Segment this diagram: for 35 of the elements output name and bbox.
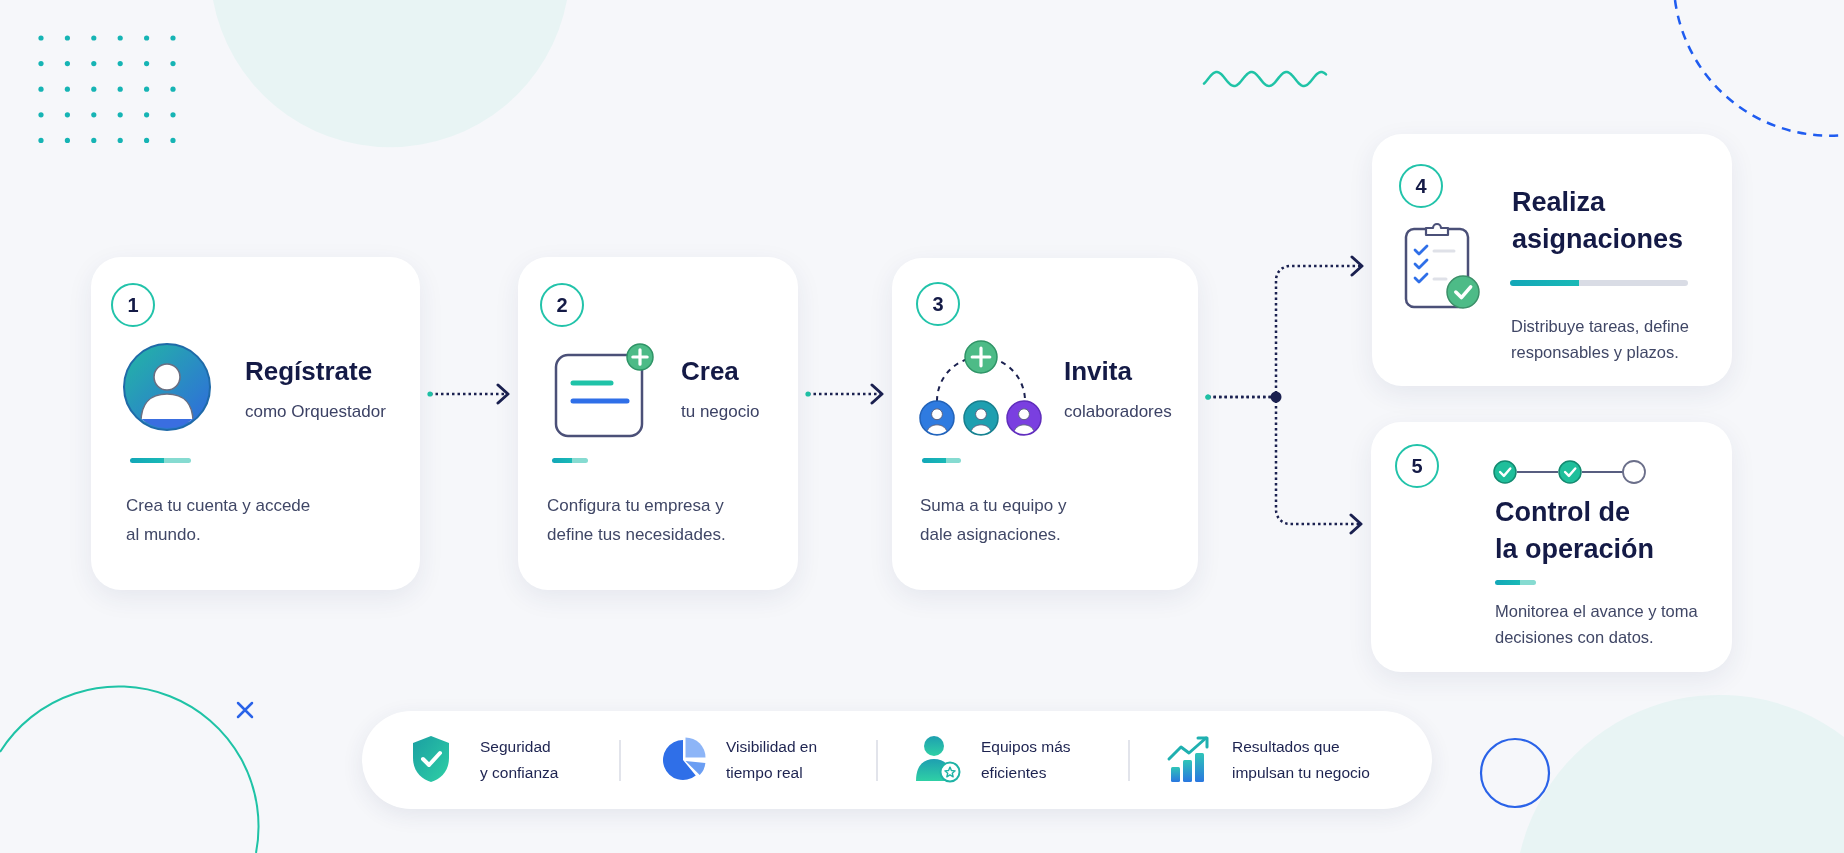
step-subtitle: tu negocio bbox=[681, 402, 760, 422]
step-card bbox=[892, 258, 1198, 590]
connector-arrow bbox=[427, 383, 510, 405]
step-description: Suma a tu equipo y dale asignaciones. bbox=[920, 495, 1068, 546]
step-badge bbox=[1399, 164, 1443, 208]
step-number: 5 bbox=[1411, 455, 1423, 477]
connector-arrow bbox=[1205, 394, 1363, 535]
step-title: Crea bbox=[681, 356, 739, 387]
step-number: 3 bbox=[932, 293, 944, 315]
step-description: Configura tu empresa y define tus necesidades. bbox=[547, 495, 727, 546]
step-title: Invita bbox=[1064, 356, 1132, 387]
step-title: Realiza asignaciones bbox=[1512, 186, 1685, 256]
feature-text: Visibilidad en tiempo real bbox=[726, 737, 819, 783]
step-card bbox=[91, 257, 420, 590]
feature-text: Equipos más eficientes bbox=[981, 737, 1072, 783]
step-number: 2 bbox=[556, 294, 568, 316]
step-number: 1 bbox=[127, 294, 139, 316]
connector-arrow bbox=[805, 383, 884, 405]
step-description: Crea tu cuenta y accede al mundo. bbox=[126, 495, 312, 546]
step-number: 4 bbox=[1415, 175, 1427, 197]
feature-text: Seguridad y confianza bbox=[480, 737, 560, 783]
step-badge bbox=[111, 283, 155, 327]
step-subtitle: como Orquestador bbox=[245, 402, 386, 422]
step-subtitle: colaboradores bbox=[1064, 402, 1172, 422]
step-card bbox=[1371, 422, 1732, 672]
step-card bbox=[518, 257, 798, 590]
step-badge bbox=[540, 283, 584, 327]
step-description: Monitorea el avance y toma decisiones con datos. bbox=[1495, 601, 1699, 648]
feature-text: Resultados que impulsan tu negocio bbox=[1232, 737, 1371, 783]
step-description: Distribuye tareas, define responsables y plazos. bbox=[1511, 316, 1690, 363]
step-card bbox=[1372, 134, 1732, 386]
step-title: Regístrate bbox=[245, 356, 373, 387]
step-title: Control de la operación bbox=[1495, 496, 1655, 566]
step-badge bbox=[916, 282, 960, 326]
step-badge bbox=[1395, 444, 1439, 488]
